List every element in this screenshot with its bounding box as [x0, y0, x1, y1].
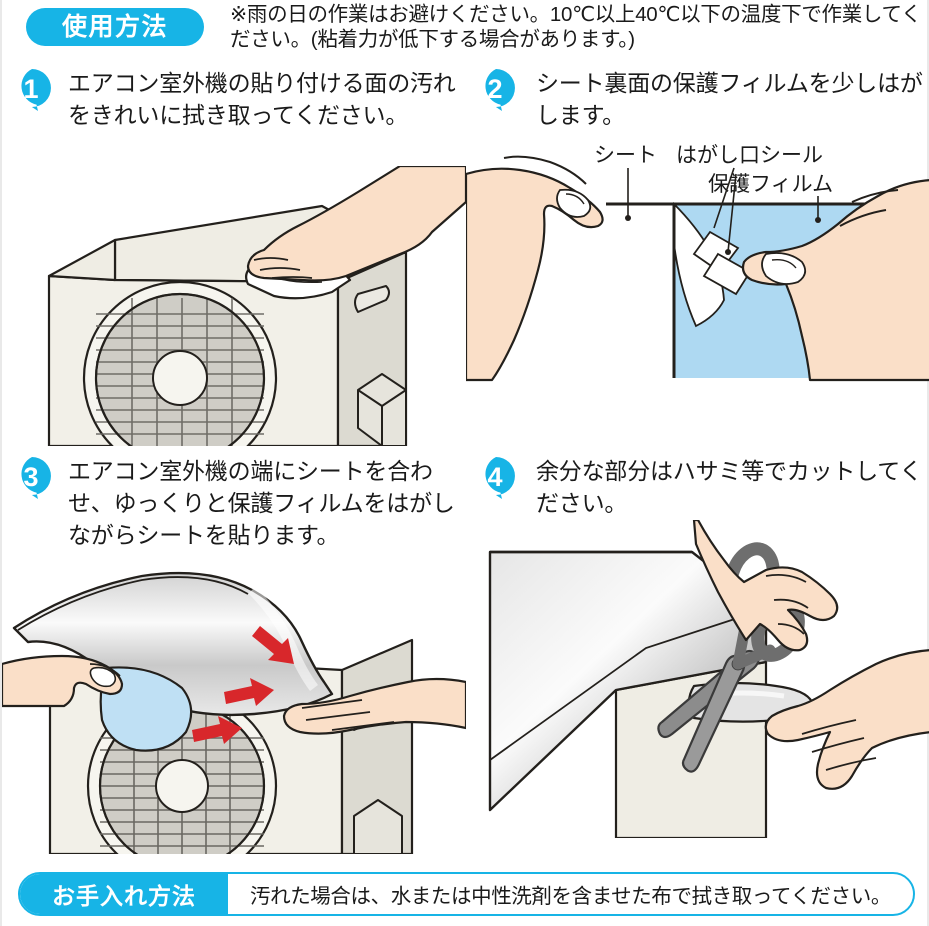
step-4-illustration	[466, 520, 929, 838]
step-3: 3 エアコン室外機の端にシートを合わせ、ゆっくりと保護フィルムをはがしながらシー…	[2, 446, 466, 858]
step-1: 1 エアコン室外機の貼り付ける面の汚れをきれいに拭き取ってください。	[2, 58, 466, 446]
step-number-badge-icon: 2	[474, 66, 520, 112]
step-2-text: シート裏面の保護フィルムを少しはがします。	[536, 70, 923, 128]
footer-body: 汚れた場合は、水または中性洗剤を含ませた布で拭き取ってください。	[228, 874, 913, 914]
step-number-label: 2	[487, 74, 502, 104]
step-3-text: エアコン室外機の端にシートを合わせ、ゆっくりと保護フィルムをはがしながらシートを…	[68, 458, 455, 548]
step-1-illustration	[2, 166, 466, 446]
header: 使用方法 ※雨の日の作業はお避けください。10℃以上40℃以下の温度下で作業して…	[2, 0, 929, 58]
step-3-illustration	[2, 564, 466, 854]
footer-tab-label: お手入れ方法	[52, 883, 196, 909]
steps-container: 1 エアコン室外機の貼り付ける面の汚れをきれいに拭き取ってください。	[2, 58, 929, 858]
step-4-text: 余分な部分はハサミ等でカットしてください。	[536, 458, 923, 516]
step-number-label: 1	[23, 74, 38, 104]
step-2: 2 シート裏面の保護フィルムを少しはがします。 シート はがし口シール 保護フィ…	[466, 58, 929, 446]
step-1-text: エアコン室外機の貼り付ける面の汚れをきれいに拭き取ってください。	[68, 70, 456, 128]
direction-arrow-icons	[192, 626, 294, 744]
step-4: 4 余分な部分はハサミ等でカットしてください。	[466, 446, 929, 858]
header-tab-label: 使用方法	[61, 12, 168, 41]
step-number-badge-icon: 4	[474, 454, 520, 500]
step-2-head: 2 シート裏面の保護フィルムを少しはがします。	[466, 58, 929, 131]
step-4-head: 4 余分な部分はハサミ等でカットしてください。	[466, 446, 929, 519]
step-number-label: 3	[23, 462, 38, 492]
footer-body-label: 汚れた場合は、水または中性洗剤を含ませた布で拭き取ってください。	[250, 885, 891, 908]
step-2-illustration: シート はがし口シール 保護フィルム	[466, 140, 929, 390]
step-number-label: 4	[487, 462, 502, 492]
callout-label-sheet: シート	[594, 144, 657, 167]
header-note: ※雨の日の作業はお避けください。10℃以上40℃以下の温度下で作業してください。…	[230, 3, 922, 51]
footer: お手入れ方法 汚れた場合は、水または中性洗剤を含ませた布で拭き取ってください。	[18, 872, 915, 916]
callout-label-protective-film: 保護フィルム	[708, 173, 833, 196]
step-number-badge-icon: 3	[10, 454, 56, 500]
step-1-head: 1 エアコン室外機の貼り付ける面の汚れをきれいに拭き取ってください。	[2, 58, 466, 131]
step-3-head: 3 エアコン室外機の端にシートを合わせ、ゆっくりと保護フィルムをはがしながらシー…	[2, 446, 466, 551]
step-number-badge-icon: 1	[10, 66, 56, 112]
callout-label-peel-tab: はがし口シール	[676, 144, 823, 167]
header-tab: 使用方法	[26, 8, 204, 46]
footer-tab: お手入れ方法	[20, 874, 228, 914]
